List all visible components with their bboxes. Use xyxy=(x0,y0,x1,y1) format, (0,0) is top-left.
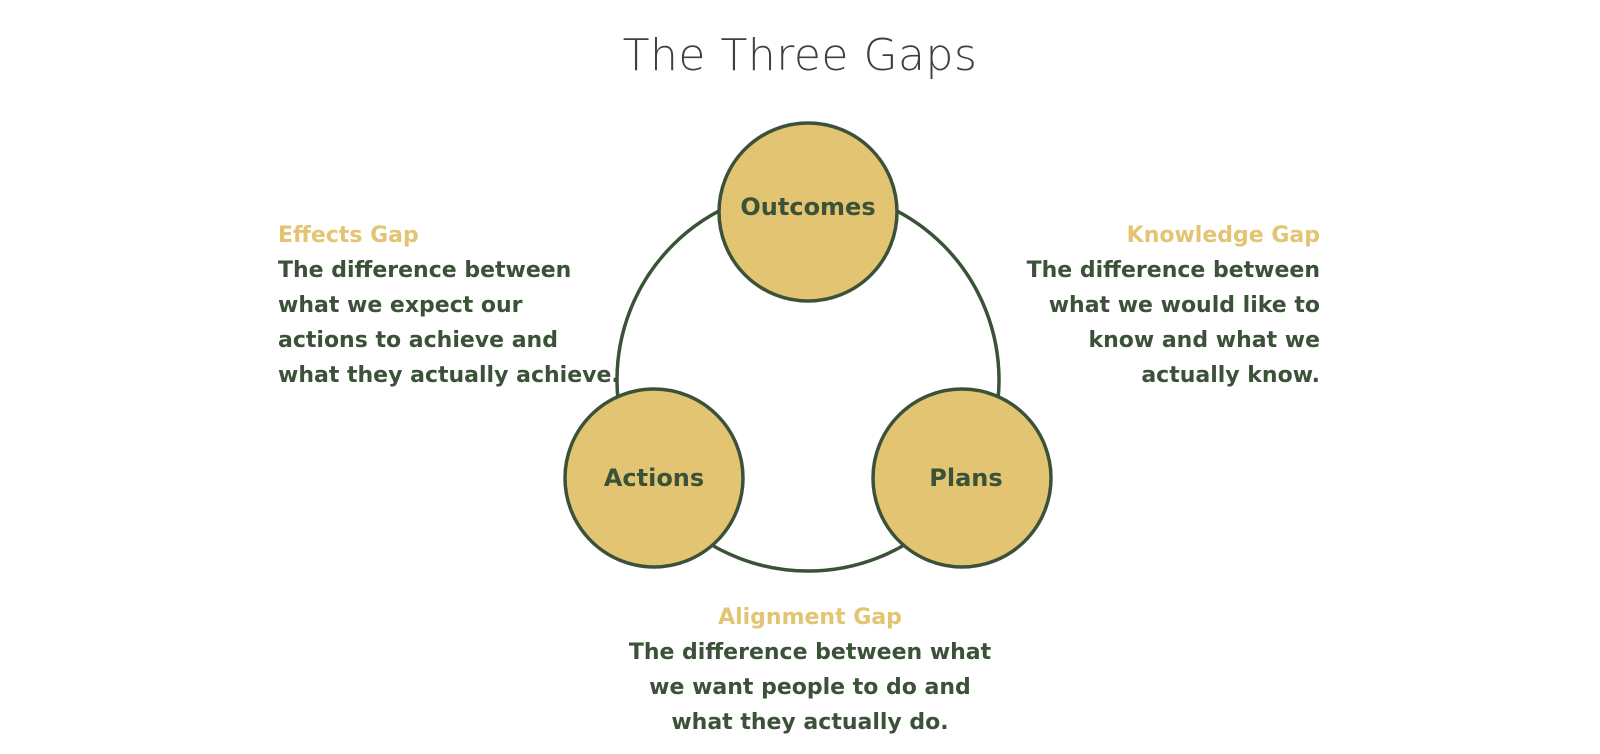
alignment-gap: Alignment Gap The difference between wha… xyxy=(600,600,1020,740)
alignment-gap-title: Alignment Gap xyxy=(718,605,902,630)
outcomes-label: Outcomes xyxy=(740,193,875,221)
node-outcomes: Outcomes xyxy=(717,121,899,303)
plans-circle xyxy=(871,387,1053,569)
actions-circle xyxy=(563,387,745,569)
effects-gap-line: actions to achieve and xyxy=(278,328,558,353)
knowledge-gap-line: know and what we xyxy=(1088,328,1320,353)
plans-label: Plans xyxy=(929,464,1002,492)
alignment-gap-line: what they actually do. xyxy=(671,710,949,735)
knowledge-gap-title: Knowledge Gap xyxy=(1126,223,1320,248)
diagram-title: The Three Gaps xyxy=(622,30,978,81)
effects-gap: Effects Gap The difference between what … xyxy=(278,218,620,393)
effects-gap-line: what they actually achieve. xyxy=(278,363,620,388)
effects-gap-description: The difference between what we expect ou… xyxy=(278,253,620,393)
knowledge-gap-line: The difference between xyxy=(1026,258,1320,283)
node-plans: Plans xyxy=(871,387,1053,569)
effects-gap-line: what we expect our xyxy=(278,293,523,318)
knowledge-gap-line: actually know. xyxy=(1141,363,1320,388)
alignment-gap-line: we want people to do and xyxy=(649,675,971,700)
knowledge-gap-description: The difference between what we would lik… xyxy=(1000,253,1320,393)
knowledge-gap-line: what we would like to xyxy=(1048,293,1320,318)
effects-gap-line: The difference between xyxy=(278,258,572,283)
actions-label: Actions xyxy=(604,464,704,492)
alignment-gap-line: The difference between what xyxy=(628,640,992,665)
knowledge-gap: Knowledge Gap The difference between wha… xyxy=(1000,218,1320,393)
alignment-gap-description: The difference between what we want peop… xyxy=(600,635,1020,740)
outcomes-circle xyxy=(717,121,899,303)
effects-gap-title: Effects Gap xyxy=(278,223,419,248)
node-actions: Actions xyxy=(563,387,745,569)
